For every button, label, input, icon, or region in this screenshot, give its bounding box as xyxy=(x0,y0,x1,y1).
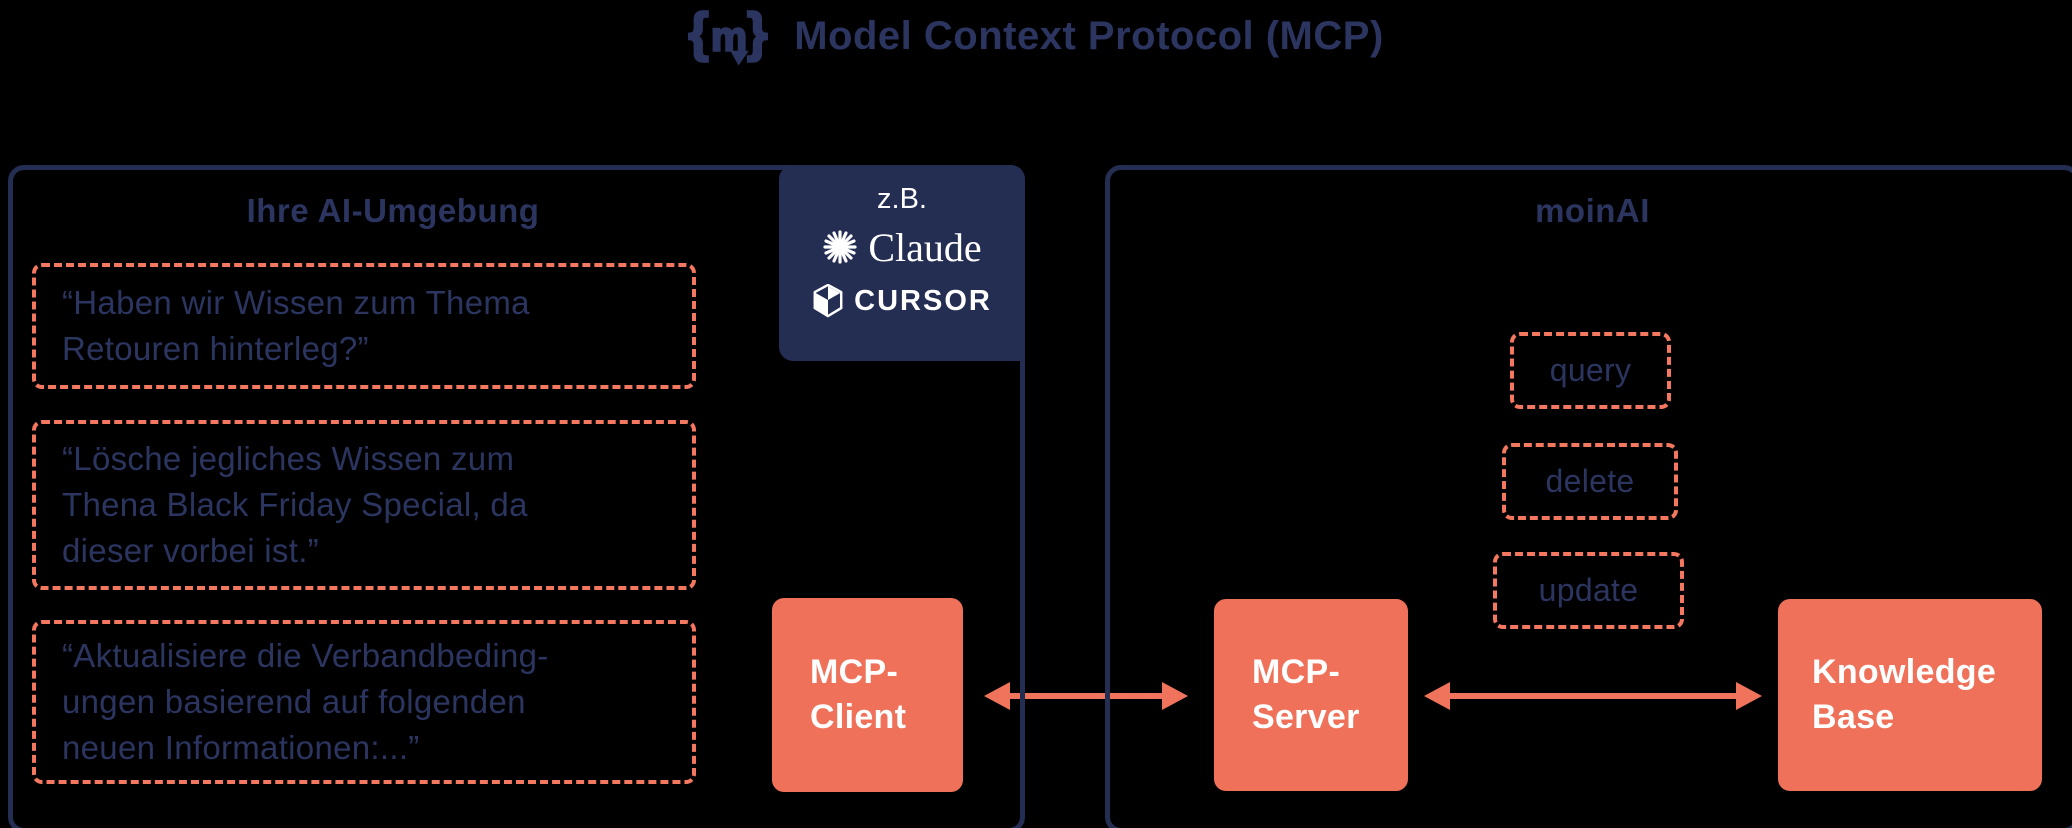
svg-text:m: m xyxy=(711,14,747,60)
examples-box: z.B. Claude xyxy=(779,165,1025,361)
claude-starburst-icon xyxy=(823,230,857,264)
user-quote-1: “Haben wir Wissen zum Thema Retouren hin… xyxy=(32,263,696,389)
arrowhead-right-icon xyxy=(1162,682,1188,710)
diagram-title-bar: { m } Model Context Protocol (MCP) xyxy=(0,0,2072,72)
svg-text:}: } xyxy=(747,4,768,63)
arrowhead-right-icon xyxy=(1736,682,1762,710)
operation-query-box: query xyxy=(1510,332,1671,409)
mcp-client-box: MCP- Client xyxy=(772,598,963,792)
operation-update-box: update xyxy=(1493,552,1684,629)
moinai-header: moinAI xyxy=(1535,192,1650,229)
claude-wordmark: Claude xyxy=(868,224,982,270)
cursor-logo: CURSOR xyxy=(812,278,992,324)
examples-label: z.B. xyxy=(877,183,927,215)
operation-delete-box: delete xyxy=(1502,443,1678,520)
user-quote-2: “Lösche jegliches Wissen zum Thena Black… xyxy=(32,420,696,590)
mcp-logo-icon: { m } xyxy=(688,4,769,66)
cursor-cube-icon xyxy=(813,284,843,318)
moinai-panel: moinAI query delete update MCP- Server K… xyxy=(1105,165,2072,828)
page-title: Model Context Protocol (MCP) xyxy=(794,13,1384,58)
claude-logo: Claude xyxy=(822,224,982,270)
knowledge-base-box: Knowledge Base xyxy=(1778,599,2042,791)
ai-environment-panel: Ihre AI-Umgebung z.B. Claude xyxy=(8,165,1025,828)
ai-environment-header: Ihre AI-Umgebung xyxy=(246,192,540,229)
svg-text:{: { xyxy=(688,4,709,63)
mcp-server-box: MCP- Server xyxy=(1214,599,1408,791)
cursor-wordmark: CURSOR xyxy=(854,284,992,317)
user-quote-3: “Aktualisiere die Verbandbeding- ungen b… xyxy=(32,620,696,784)
